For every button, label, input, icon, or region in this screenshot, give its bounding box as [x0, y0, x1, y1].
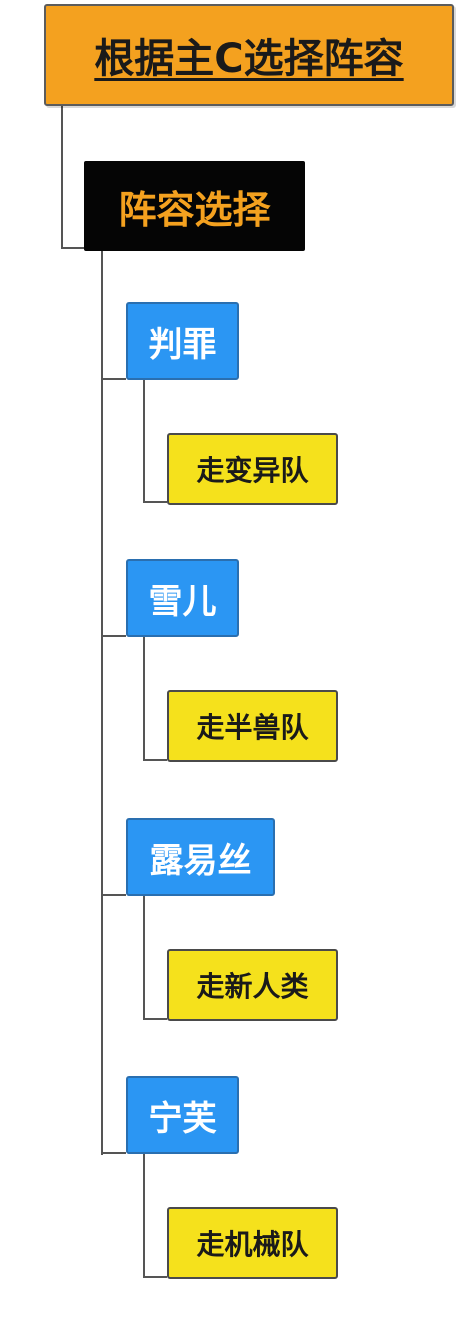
connector-char-2 — [101, 635, 126, 637]
team-node-1[interactable]: 走变异队 — [167, 433, 338, 505]
character-node-2-label: 雪儿 — [148, 581, 217, 622]
character-node-4[interactable]: 宁芙 — [126, 1076, 239, 1154]
lineup-selection-node[interactable]: 阵容选择 — [84, 161, 305, 251]
lineup-selection-label: 阵容选择 — [118, 187, 271, 232]
connector-char-3 — [101, 894, 126, 896]
team-node-2-label: 走半兽队 — [196, 711, 309, 744]
character-node-2[interactable]: 雪儿 — [126, 559, 239, 637]
root-node[interactable]: 根据主C选择阵容 — [44, 4, 454, 106]
connector-team-1-vertical — [143, 380, 145, 503]
connector-team-1-horizontal — [143, 501, 167, 503]
character-node-3-label: 露易丝 — [149, 840, 252, 881]
connector-level1-spine — [101, 251, 103, 1155]
connector-char-4 — [101, 1152, 126, 1154]
team-node-4[interactable]: 走机械队 — [167, 1207, 338, 1279]
connector-team-2-horizontal — [143, 759, 167, 761]
team-node-3[interactable]: 走新人类 — [167, 949, 338, 1021]
character-node-4-label: 宁芙 — [148, 1098, 217, 1139]
character-node-3[interactable]: 露易丝 — [126, 818, 275, 896]
connector-team-2-vertical — [143, 637, 145, 761]
connector-team-3-horizontal — [143, 1018, 167, 1020]
connector-team-4-vertical — [143, 1154, 145, 1278]
character-node-1-label: 判罪 — [148, 324, 217, 365]
team-node-2[interactable]: 走半兽队 — [167, 690, 338, 762]
connector-char-1 — [101, 378, 126, 380]
connector-team-4-horizontal — [143, 1276, 167, 1278]
connector-root-vertical — [61, 106, 63, 249]
character-node-1[interactable]: 判罪 — [126, 302, 239, 380]
team-node-3-label: 走新人类 — [196, 970, 309, 1003]
connector-team-3-vertical — [143, 896, 145, 1020]
team-node-1-label: 走变异队 — [196, 454, 309, 487]
root-node-label: 根据主C选择阵容 — [94, 36, 404, 82]
team-node-4-label: 走机械队 — [196, 1228, 309, 1261]
connector-root-horizontal — [61, 247, 84, 249]
